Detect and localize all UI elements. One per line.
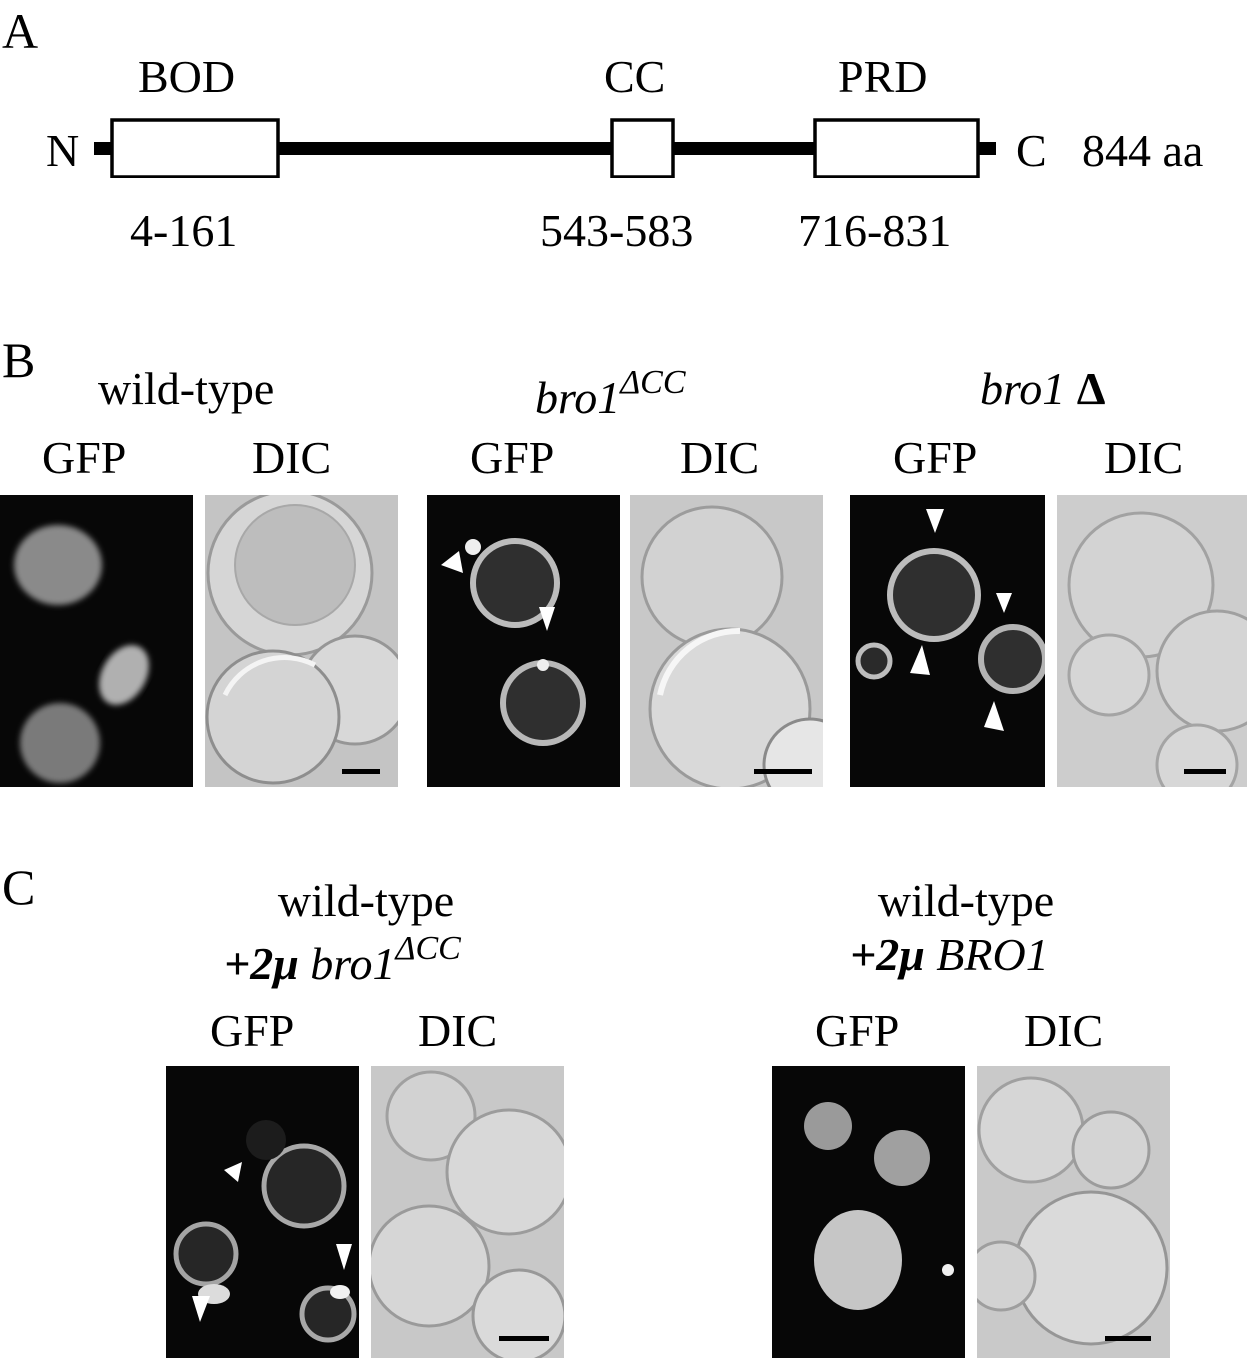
b-bro1-dcc-gfp-image	[427, 495, 620, 787]
c-g2-gfp-label: GFP	[815, 1005, 900, 1056]
c-terminus-label: C	[1016, 125, 1047, 176]
c-bro1-overexp-dic-image	[977, 1066, 1170, 1358]
c-bro1-dcc-dic-image	[371, 1066, 564, 1358]
b-g1-gfp-label: GFP	[42, 432, 127, 483]
b-bro1-delta-gfp-image	[850, 495, 1045, 787]
c-g2-dic-label: DIC	[1024, 1005, 1104, 1056]
protein-domain-diagram	[94, 118, 996, 178]
c-bro1-overexp-gfp-image	[772, 1066, 965, 1358]
domain-bod-box	[110, 118, 280, 178]
b-wildtype-title: wild-type	[98, 363, 275, 414]
b-g3-gfp-label: GFP	[893, 432, 978, 483]
domain-cc-range: 543-583	[540, 205, 694, 256]
c-g2-line1: wild-type	[877, 875, 1055, 926]
domain-bod-range: 4-161	[130, 205, 238, 256]
b-wildtype-scale-bar	[342, 769, 380, 774]
b-wildtype-dic-image	[205, 495, 398, 787]
c-g2-prefix: +2μ	[850, 929, 925, 980]
b-bro1-dcc-dic-image	[630, 495, 823, 787]
c-bro1-dcc-gfp-image	[166, 1066, 359, 1358]
domain-bod-label: BOD	[138, 51, 236, 102]
panel-c-letter: C	[2, 859, 36, 915]
c-g2-main: BRO1	[936, 929, 1049, 980]
b-bro1-dcc-title: bro1ΔCC	[535, 366, 686, 421]
b-bro1-delta-title: bro1 Δ	[980, 366, 1106, 412]
c-g1-gfp-label: GFP	[210, 1005, 295, 1056]
b-bro1-delta-scale-bar	[1184, 769, 1226, 774]
domain-prd-range: 716-831	[798, 205, 952, 256]
c-g1-line2: +2μ bro1ΔCC	[224, 932, 461, 987]
n-terminus-label: N	[46, 125, 80, 176]
panel-b-letter: B	[2, 332, 36, 388]
panel-a-letter: A	[2, 3, 39, 59]
b-bro1-dcc-sup: ΔCC	[620, 364, 686, 401]
c-g1-dic-label: DIC	[418, 1005, 498, 1056]
b-g3-dic-label: DIC	[1104, 432, 1184, 483]
b-bro1-dcc-scale-bar	[754, 769, 812, 774]
c-g1-line1: wild-type	[277, 875, 455, 926]
b-bro1-dcc-main: bro1	[535, 372, 621, 423]
b-bro1-delta-main: bro1	[980, 363, 1066, 414]
c-g2-line2: +2μ BRO1	[850, 932, 1049, 978]
b-wildtype-gfp-image	[0, 495, 193, 787]
c-g1-main: bro1	[310, 938, 396, 989]
c-g1-sup: ΔCC	[395, 930, 461, 967]
b-bro1-delta-dic-image	[1057, 495, 1247, 787]
c-bro1-overexp-scale-bar	[1105, 1336, 1151, 1341]
b-g1-dic-label: DIC	[252, 432, 332, 483]
domain-prd-label: PRD	[838, 51, 928, 102]
domain-cc-box	[610, 118, 675, 178]
c-bro1-dcc-scale-bar	[499, 1336, 549, 1341]
protein-backbone	[94, 142, 996, 155]
b-bro1-delta-suffix: Δ	[1076, 363, 1106, 414]
b-g2-dic-label: DIC	[680, 432, 760, 483]
protein-length-label: 844 aa	[1082, 125, 1204, 176]
domain-prd-box	[813, 118, 980, 178]
c-g1-prefix: +2μ	[224, 938, 299, 989]
b-g2-gfp-label: GFP	[470, 432, 555, 483]
domain-cc-label: CC	[604, 51, 666, 102]
